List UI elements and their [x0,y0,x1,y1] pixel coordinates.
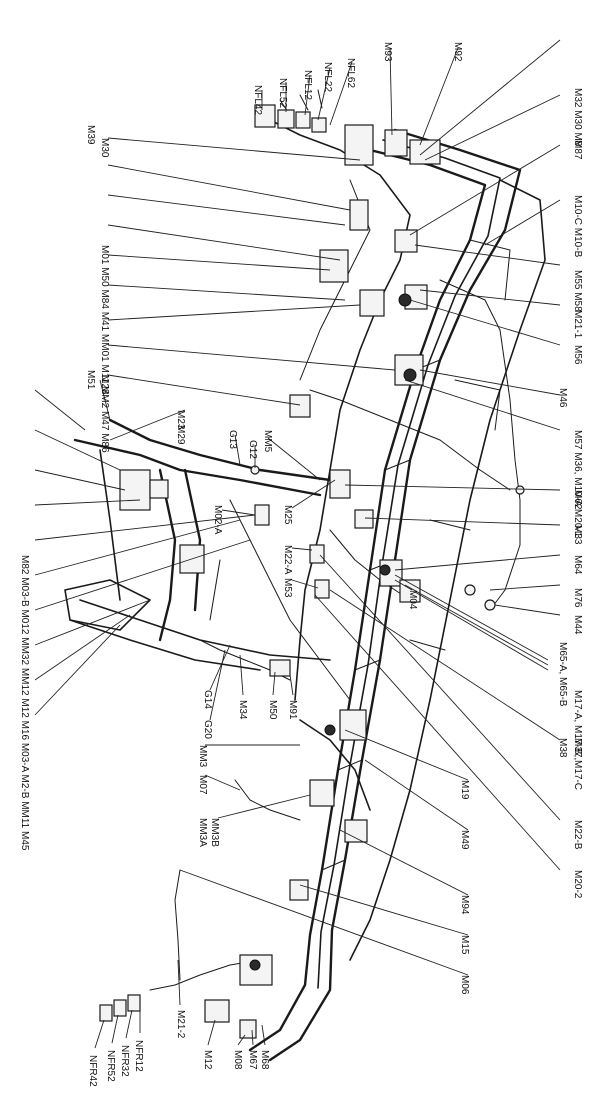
callout-label: M44 [572,615,583,635]
callout-label: M06 [459,975,470,995]
callout-label: M22-B [572,820,583,850]
callout-label: NFL52 [277,78,288,108]
callout-label: G14 [202,690,213,709]
connectors [99,104,525,1039]
callout-label: M92 [452,42,463,62]
callout-label: NFR42 [87,1055,98,1087]
callout-label: M64 [572,555,583,575]
callout-label: M82 M03-B M012 MM32 MM12 M12 M16 M03-A M… [19,555,30,851]
callout-label: M30 [99,138,110,158]
callout-label: M67 [247,1050,258,1070]
callout-label: NFL62 [345,58,356,88]
callout-label: M17-A, M17-B, M17-C [572,690,583,790]
callout-label: M49 [459,830,470,850]
callout-label: M93 [382,42,393,62]
callout-label: M21-1 [572,310,583,339]
callout-label: G20 [202,720,213,739]
callout-label: MM3B [209,818,220,847]
callout-label: M12 [202,1050,213,1070]
callout-label: M76 [572,588,583,608]
callout-label: M02-A [212,505,223,535]
callout-label: NFL22 [322,62,333,92]
callout-label: MM3 [197,745,208,768]
callout-label: M94 [459,895,470,915]
callout-label: M68 [259,1050,270,1070]
steering-support-frame [64,418,332,671]
callout-label: M39 [85,125,96,145]
callout-label: M51 [85,370,96,390]
callout-label: M65-A, M65-B [557,642,568,707]
callout-label: M22-A [282,545,293,575]
callout-label: G13 [227,430,238,449]
callout-label: M56 [572,345,583,365]
callout-label: M91 [287,700,298,720]
callout-label: NFL12 [302,70,313,100]
callout-label: M28 [99,375,110,395]
callout-label: M53 [282,578,293,598]
callout-label: M50 [267,700,278,720]
callout-label: M04 [407,590,418,610]
callout-label: M15 [459,935,470,955]
callout-label: M21-2 [175,1010,186,1039]
callout-label: NFR32 [119,1045,130,1077]
callout-label: M19 [459,780,470,800]
callout-label: M32 M30 M8 [572,88,583,147]
callout-label: M57 M36, M10-A M20-1 [572,430,583,538]
callout-label: MM3A [197,818,208,847]
callout-label: M46 [557,388,568,408]
callout-label: M38 [557,738,568,758]
callout-label: M62 [572,490,583,510]
callout-label: M08 [232,1050,243,1070]
callout-label: M37, [572,738,583,760]
callout-label: NFR12 [133,1040,144,1072]
callout-label: M20-2 [572,870,583,899]
callout-label: M23 [175,410,186,430]
callout-label: M34 [237,700,248,720]
callout-label: M10-C M10-B [572,195,583,258]
callout-label: M07 [197,775,208,795]
callout-label: M01 M50 M84 M41 MM01 M11 MM2 M47 M86 [99,245,110,453]
callout-label: M29 [175,425,186,445]
callout-label: NFL42 [252,85,263,115]
callout-label: M87 [572,140,583,160]
callout-label: M25 [282,505,293,525]
callout-label: M33 [572,525,583,545]
callout-label: M55 M58 [572,270,583,312]
callout-label: MM5 [262,430,273,453]
callout-label: G12 [247,440,258,459]
leader-lines [34,39,561,1049]
callout-label: NFR52 [105,1050,116,1082]
